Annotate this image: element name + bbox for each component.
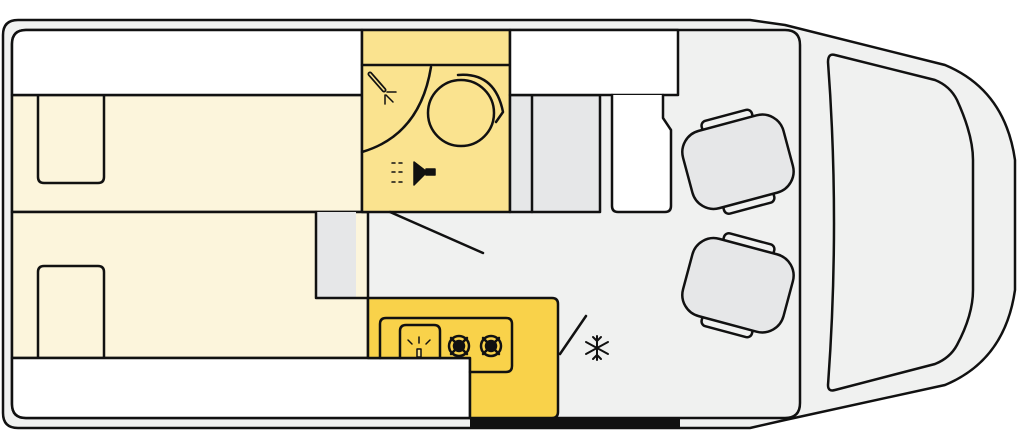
hob bbox=[378, 316, 514, 374]
rear-bed-bottom bbox=[10, 210, 370, 360]
toilet-icon bbox=[426, 73, 505, 148]
burner-icon bbox=[447, 334, 471, 358]
bathroom bbox=[360, 28, 512, 214]
burner-icon bbox=[479, 334, 503, 358]
bottom-storage-shelf bbox=[10, 356, 472, 420]
sliding-door[interactable] bbox=[470, 418, 680, 427]
fridge-column bbox=[610, 93, 673, 214]
pillow-top bbox=[36, 93, 106, 185]
fridge-snowflake-icon bbox=[585, 335, 609, 361]
passenger-seat[interactable] bbox=[675, 225, 800, 345]
shower-icon bbox=[367, 71, 397, 105]
tap-icon bbox=[407, 336, 431, 358]
step-area bbox=[316, 212, 356, 298]
shower-arc bbox=[360, 65, 433, 154]
driver-seat[interactable] bbox=[675, 102, 800, 222]
top-right-shelf bbox=[508, 28, 680, 97]
pillow-bottom bbox=[36, 264, 106, 360]
rear-bed-top bbox=[10, 93, 364, 214]
fridge-door bbox=[558, 314, 588, 356]
sink bbox=[398, 323, 442, 360]
dashboard bbox=[826, 53, 975, 392]
top-storage-shelf bbox=[10, 28, 364, 97]
water-heater-icon bbox=[391, 161, 436, 186]
cabinet bbox=[508, 93, 602, 214]
bathroom-door bbox=[388, 210, 485, 255]
